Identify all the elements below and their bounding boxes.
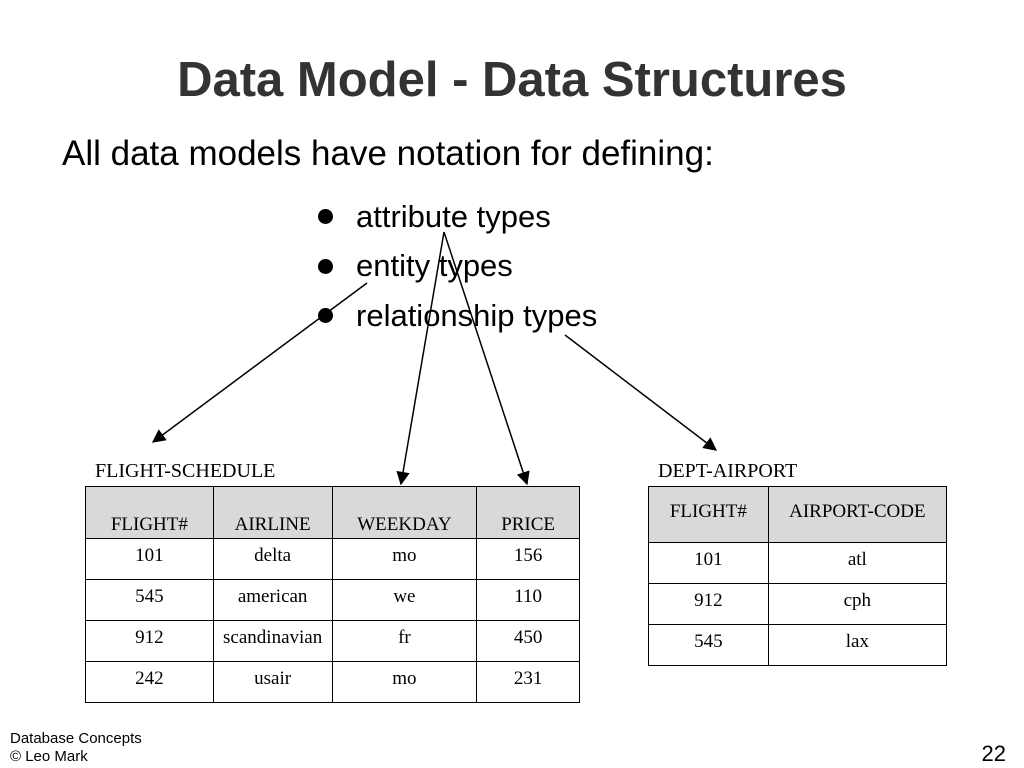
- slide-title: Data Model - Data Structures: [177, 53, 847, 107]
- table-cell: 912: [85, 620, 214, 662]
- table-cell: 450: [476, 620, 580, 662]
- table-cell: cph: [767, 583, 948, 625]
- table-cell: atl: [767, 542, 948, 584]
- flight-schedule-table: FLIGHT# AIRLINE WEEKDAY PRICE 101 delta …: [85, 486, 580, 703]
- page-number: 22: [981, 741, 1006, 766]
- slide-subtitle: All data models have notation for defini…: [62, 134, 714, 173]
- column-header: WEEKDAY: [331, 486, 478, 539]
- bullet-text: relationship types: [356, 297, 598, 333]
- table-row: 101 atl: [648, 542, 948, 584]
- table-cell: 912: [648, 583, 769, 625]
- table-cell: mo: [331, 661, 478, 703]
- table-cell: delta: [212, 538, 333, 580]
- bullet-text: attribute types: [356, 198, 551, 234]
- table-cell: fr: [331, 620, 478, 662]
- table-cell: usair: [212, 661, 333, 703]
- table-row: 101 delta mo 156: [85, 538, 580, 580]
- table-cell: 156: [476, 538, 580, 580]
- column-header: PRICE: [476, 486, 580, 539]
- bullet-item: attribute types: [318, 192, 597, 242]
- bullet-item: relationship types: [318, 291, 597, 341]
- flight-schedule-caption: FLIGHT-SCHEDULE: [95, 460, 276, 482]
- table-cell: 242: [85, 661, 214, 703]
- table-header-row: FLIGHT# AIRLINE WEEKDAY PRICE: [85, 486, 580, 539]
- table-row: 545 american we 110: [85, 579, 580, 621]
- column-header: FLIGHT#: [648, 486, 769, 543]
- footer-copyright: © Leo Mark: [10, 748, 88, 765]
- table-header-row: FLIGHT# AIRPORT-CODE: [648, 486, 948, 543]
- table-row: 912 cph: [648, 583, 948, 625]
- table-cell: we: [331, 579, 478, 621]
- bullet-item: entity types: [318, 242, 597, 292]
- dept-airport-caption: DEPT-AIRPORT: [658, 460, 798, 482]
- table-cell: 545: [648, 624, 769, 666]
- bullet-dot-icon: [318, 209, 333, 225]
- table-cell: 101: [648, 542, 769, 584]
- table-cell: american: [212, 579, 333, 621]
- table-cell: 101: [85, 538, 214, 580]
- dept-airport-table: FLIGHT# AIRPORT-CODE 101 atl 912 cph 545…: [648, 486, 948, 666]
- table-cell: 545: [85, 579, 214, 621]
- table-cell: scandinavian: [212, 620, 333, 662]
- bullet-text: entity types: [356, 248, 513, 284]
- bullet-dot-icon: [318, 258, 333, 274]
- table-cell: 231: [476, 661, 580, 703]
- bullet-list: attribute types entity types relationshi…: [318, 192, 597, 341]
- bullet-dot-icon: [318, 308, 333, 324]
- column-header: FLIGHT#: [85, 486, 214, 539]
- column-header: AIRPORT-CODE: [767, 486, 948, 543]
- table-row: 242 usair mo 231: [85, 661, 580, 703]
- table-cell: lax: [767, 624, 948, 666]
- table-cell: 110: [476, 579, 580, 621]
- table-row: 912 scandinavian fr 450: [85, 620, 580, 662]
- column-header: AIRLINE: [212, 486, 333, 539]
- footer-course: Database Concepts: [10, 730, 142, 747]
- arrow-relationship-to-dept-airport: [564, 334, 718, 451]
- table-cell: mo: [331, 538, 478, 580]
- table-row: 545 lax: [648, 624, 948, 666]
- footer-credits: Database Concepts © Leo Mark: [10, 730, 142, 766]
